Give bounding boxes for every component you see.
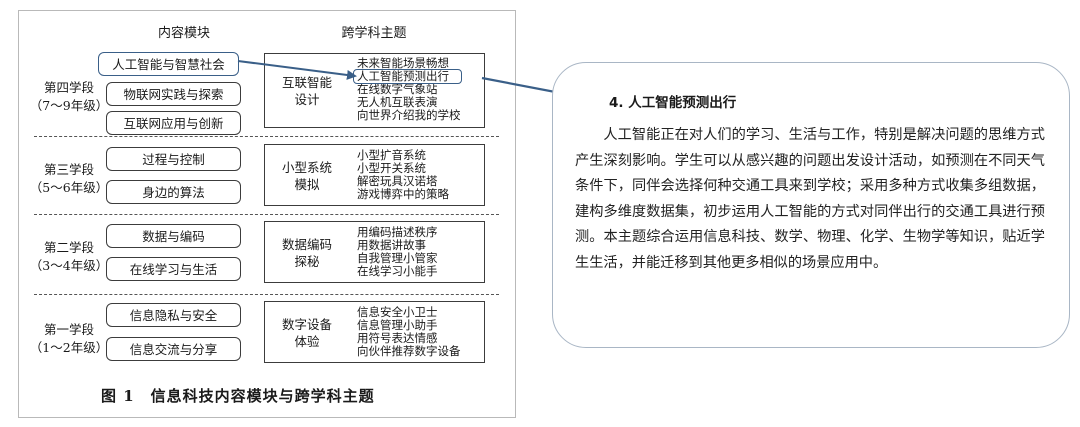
- topic-list-stage-4: 未来智能场景畅想 人工智能预测出行 在线数字气象站 无人机互联表演 向世界介绍我…: [353, 56, 462, 122]
- stage-name: 第三学段: [43, 162, 94, 177]
- stage-divider: [34, 294, 499, 295]
- topic-item: 在线学习小能手: [357, 264, 438, 278]
- curriculum-figure: 内容模块 跨学科主题 第四学段 （7～9年级） 人工智能与智慧社会 物联网实践与…: [18, 10, 516, 418]
- theme-box-stage-1: 数字设备 体验 信息安全小卫士 信息管理小助手 用符号表达情感 向伙伴推荐数字设…: [264, 301, 485, 363]
- topic-item: 自我管理小管家: [357, 251, 438, 265]
- theme-box-stage-4: 互联智能 设计 未来智能场景畅想 人工智能预测出行 在线数字气象站 无人机互联表…: [264, 53, 485, 128]
- module-online-learning: 在线学习与生活: [106, 257, 241, 281]
- stage-grades: （5～6年级）: [29, 180, 109, 195]
- module-iot-practice: 物联网实践与探索: [106, 82, 241, 106]
- topic-item: 小型扩音系统: [357, 148, 426, 162]
- stage-divider: [34, 214, 499, 215]
- topic-item: 向伙伴推荐数字设备: [357, 344, 461, 358]
- stage-grades: （1～2年级）: [29, 340, 109, 355]
- stage-3-label: 第三学段 （5～6年级）: [19, 161, 119, 197]
- topic-item: 用数据讲故事: [357, 238, 426, 252]
- stage-grades: （3～4年级）: [29, 258, 109, 273]
- module-algorithms: 身边的算法: [106, 180, 241, 204]
- topic-item: 小型开关系统: [357, 161, 426, 175]
- module-info-privacy: 信息隐私与安全: [106, 303, 241, 327]
- topic-item: 信息管理小助手: [357, 318, 438, 332]
- topic-list-stage-3: 小型扩音系统 小型开关系统 解密玩具汉诺塔 游戏博弈中的策略: [357, 149, 449, 201]
- theme-box-stage-2: 数据编码 探秘 用编码描述秩序 用数据讲故事 自我管理小管家 在线学习小能手: [264, 221, 485, 283]
- topic-item: 在线数字气象站: [357, 82, 438, 96]
- topic-list-stage-2: 用编码描述秩序 用数据讲故事 自我管理小管家 在线学习小能手: [357, 226, 438, 278]
- module-ai-smart-society: 人工智能与智慧社会: [98, 52, 239, 76]
- module-internet-innovation: 互联网应用与创新: [106, 111, 241, 135]
- stage-name: 第一学段: [43, 322, 94, 337]
- stage-1-label: 第一学段 （1～2年级）: [19, 321, 119, 357]
- stage-name: 第二学段: [43, 240, 94, 255]
- detail-body: 人工智能正在对人们的学习、生活与工作，特别是解决问题的思维方式产生深刻影响。学生…: [575, 127, 1045, 271]
- topic-item: 信息安全小卫士: [357, 305, 438, 319]
- arrow-module-to-topic: [237, 60, 357, 80]
- topic-detail-card: 4. 人工智能预测出行 人工智能正在对人们的学习、生活与工作，特别是解决问题的思…: [552, 62, 1070, 348]
- module-process-control: 过程与控制: [106, 147, 241, 171]
- module-data-encoding: 数据与编码: [106, 224, 241, 248]
- topic-item: 解密玩具汉诺塔: [357, 174, 438, 188]
- theme-box-stage-3: 小型系统 模拟 小型扩音系统 小型开关系统 解密玩具汉诺塔 游戏博弈中的策略: [264, 144, 485, 206]
- topic-item: 无人机互联表演: [357, 95, 438, 109]
- topic-ai-travel-prediction: 人工智能预测出行: [353, 69, 462, 84]
- stage-grades: （7～9年级）: [29, 98, 109, 113]
- detail-title: 4. 人工智能预测出行: [609, 95, 737, 111]
- topic-item: 向世界介绍我的学校: [357, 108, 461, 122]
- topic-list-stage-1: 信息安全小卫士 信息管理小助手 用符号表达情感 向伙伴推荐数字设备: [357, 306, 461, 358]
- topic-item: 用编码描述秩序: [357, 225, 438, 239]
- header-cross-subject-themes: 跨学科主题: [341, 26, 407, 41]
- module-info-sharing: 信息交流与分享: [106, 337, 241, 361]
- stage-name: 第四学段: [43, 80, 94, 95]
- theme-name-stage-2: 数据编码 探秘: [281, 237, 332, 269]
- topic-item: 游戏博弈中的策略: [357, 187, 449, 201]
- topic-item: 用符号表达情感: [357, 331, 438, 345]
- stage-2-label: 第二学段 （3～4年级）: [19, 239, 119, 275]
- header-content-modules: 内容模块: [157, 26, 210, 41]
- figure-caption: 图 1 信息科技内容模块与跨学科主题: [101, 387, 375, 405]
- topic-item: 未来智能场景畅想: [357, 56, 449, 70]
- theme-name-stage-3: 小型系统 模拟: [281, 160, 332, 192]
- stage-4-label: 第四学段 （7～9年级）: [19, 79, 119, 115]
- theme-name-stage-1: 数字设备 体验: [281, 317, 332, 349]
- stage-divider: [34, 136, 499, 137]
- theme-name-stage-4: 互联智能 设计: [281, 75, 332, 107]
